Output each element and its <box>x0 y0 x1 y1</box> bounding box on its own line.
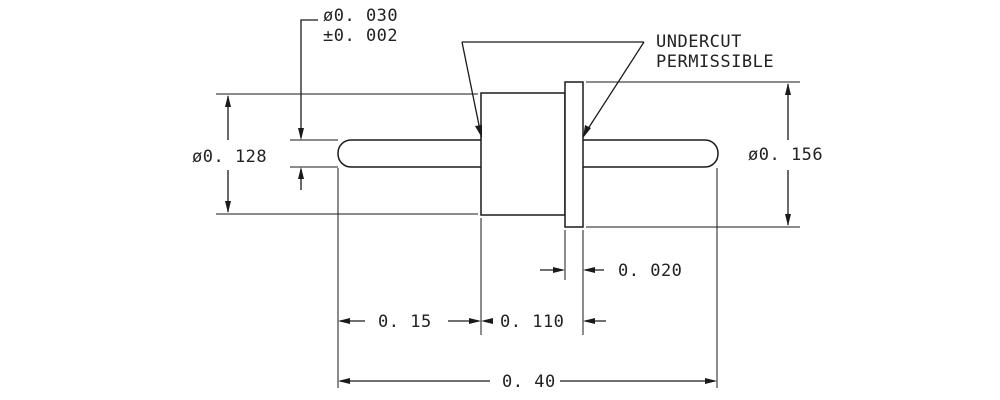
body-diameter-label: ø0. 128 <box>192 147 267 167</box>
body-diameter-dimension: ø0. 128 <box>192 93 478 215</box>
flange-diameter-dimension: ø0. 156 <box>586 81 823 228</box>
flange-diameter-label: ø0. 156 <box>748 145 823 165</box>
undercut-callout: UNDERCUT PERMISSIBLE <box>461 32 774 138</box>
pin-tolerance-label: ±0. 002 <box>323 26 398 46</box>
pin-length-dimension: 0. 15 <box>338 312 481 332</box>
body-length-label: 0. 110 <box>500 312 564 332</box>
flange-thickness-dimension: 0. 020 <box>540 230 682 281</box>
pin-diameter-label: ø0. 030 <box>323 6 398 26</box>
flange-thickness-label: 0. 020 <box>618 261 682 281</box>
body-cylinder <box>480 92 566 216</box>
undercut-label-line2: PERMISSIBLE <box>656 52 774 72</box>
overall-length-label: 0. 40 <box>502 372 556 392</box>
undercut-label-line1: UNDERCUT <box>656 32 742 52</box>
pin-diameter-dimension: ø0. 030 ±0. 002 <box>290 6 398 190</box>
body-length-dimension: 0. 110 <box>481 312 606 332</box>
pin-length-label: 0. 15 <box>378 312 432 332</box>
flange <box>564 81 584 228</box>
overall-length-dimension: 0. 40 <box>338 372 717 392</box>
